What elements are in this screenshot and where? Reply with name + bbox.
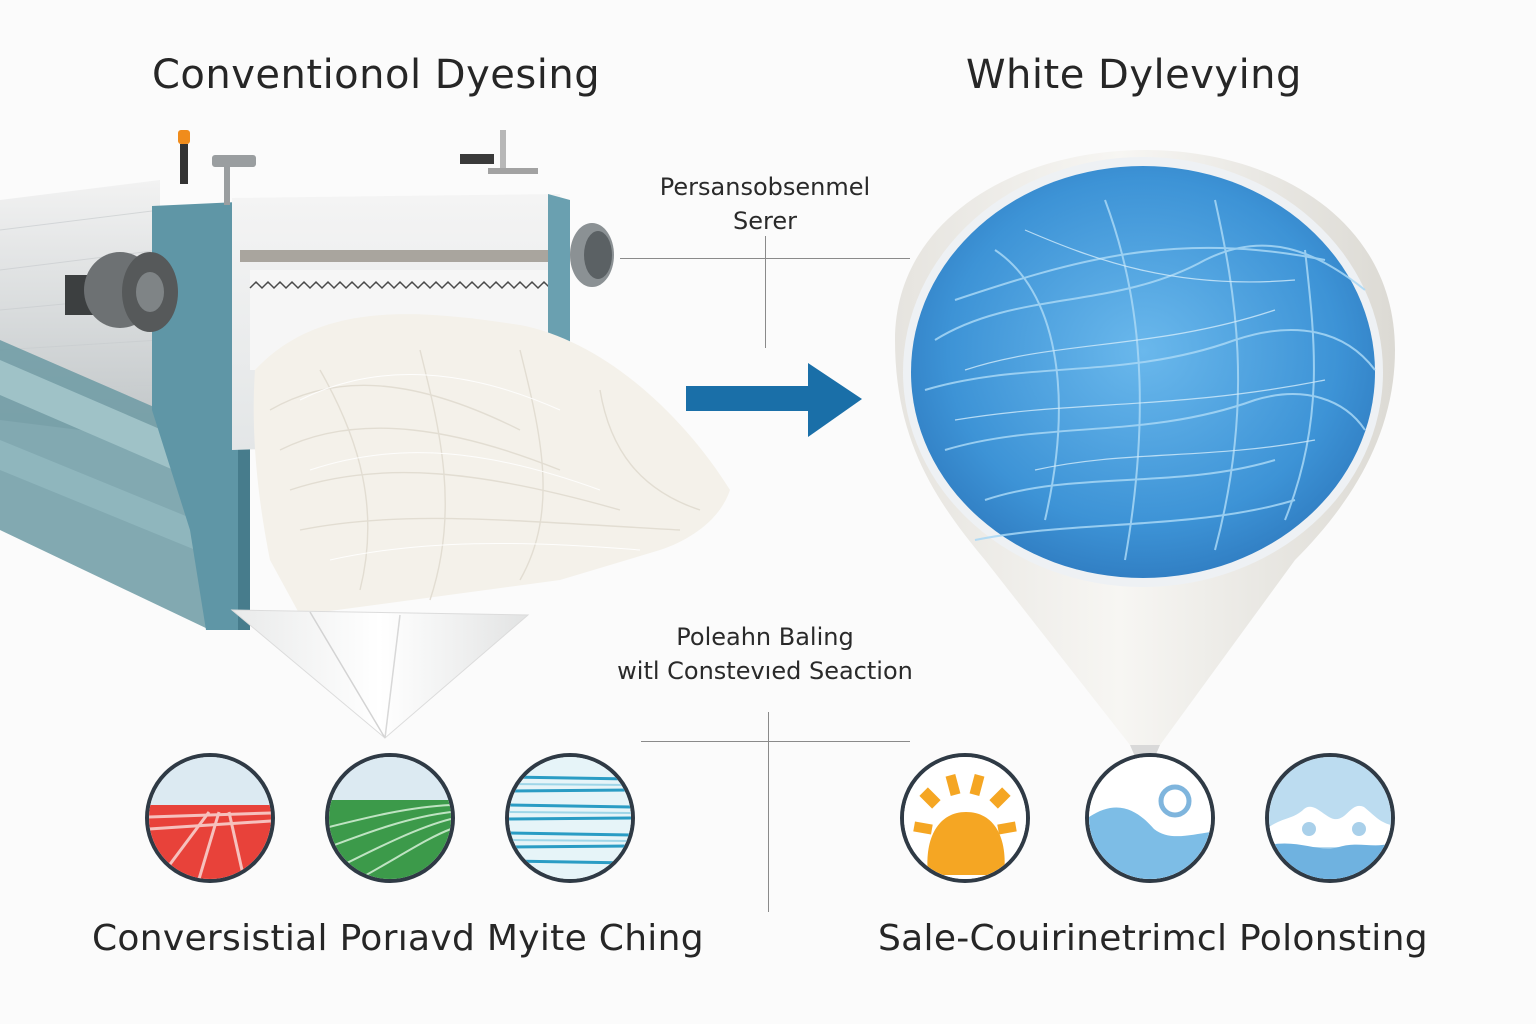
bottom-vertical-divider — [768, 712, 769, 912]
arrow-shaft — [686, 386, 812, 411]
center-bottom-label-line1: Poleahn Baling — [676, 623, 854, 651]
dyeing-machine-illustration — [0, 110, 760, 750]
center-top-label-line2: Serer — [733, 207, 797, 235]
blue-fiber-cone-illustration — [875, 140, 1415, 790]
white-funnel — [230, 609, 530, 739]
sun-icon — [900, 753, 1030, 883]
white-fiber-pile — [253, 314, 730, 615]
center-top-label-line1: Persansobsenmel — [659, 173, 871, 201]
top-vertical-divider — [765, 236, 766, 348]
center-bottom-label-line2: witl Constevıed Seaction — [617, 657, 913, 685]
arrow-head — [808, 363, 862, 437]
red-fiber-icon — [145, 753, 275, 883]
center-bottom-label: Poleahn Baling witl Constevıed Seaction — [590, 620, 940, 688]
right-caption: Sale-Couirinetrimcl Polonsting — [878, 918, 1428, 959]
arrow-right-icon — [684, 363, 864, 441]
right-title: White Dylevying — [966, 52, 1302, 98]
green-fiber-icon — [325, 753, 455, 883]
bottom-horizontal-divider — [641, 741, 910, 742]
foam-wave-icon — [1265, 753, 1395, 883]
left-title: Conventionol Dyesing — [152, 52, 601, 98]
left-caption: Conversistial Porıavd Myite Ching — [92, 918, 704, 959]
center-top-label: Persansobsenmel Serer — [620, 170, 910, 238]
blue-fiber-icon — [505, 753, 635, 883]
blue-fibers — [911, 166, 1375, 578]
water-wave-icon — [1085, 753, 1215, 883]
